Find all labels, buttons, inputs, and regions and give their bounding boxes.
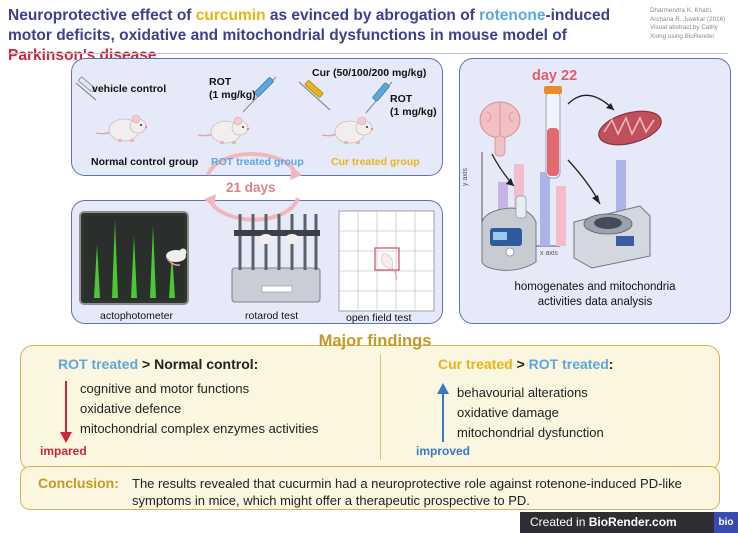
title-rotenone: rotenone — [479, 7, 546, 24]
conclusion-text: The results revealed that cucurmin had a… — [132, 476, 682, 508]
conclusion-box — [20, 466, 720, 510]
conclusion-label: Conclusion: — [38, 475, 119, 491]
mitochondrion-icon — [598, 110, 662, 146]
actophotometer-label: actophotometer — [100, 310, 173, 322]
cur-rot-syringe-icon — [365, 81, 393, 114]
left-findings-header: ROT treated > Normal control: — [58, 356, 259, 372]
duration-label: 21 days — [226, 180, 276, 195]
right-findings-header: Cur treated > ROT treated: — [438, 356, 614, 372]
badge-text: Created in BioRender.com — [530, 515, 677, 529]
list-item: oxidative damage — [457, 405, 559, 420]
centrifuge-icon — [573, 205, 651, 269]
improved-label: improved — [416, 444, 471, 458]
major-findings-title: Major findings — [318, 332, 432, 350]
up-arrow-icon — [437, 383, 449, 442]
title-curcumin: curcumin — [195, 7, 266, 24]
vehicle-control-label: vehicle control — [92, 83, 167, 95]
rot-syringe-icon — [242, 76, 277, 113]
biorender-logo-icon: bio — [714, 512, 738, 533]
page-title: Neuroprotective effect of curcumin as ev… — [8, 7, 611, 64]
cur-rot-label: ROT — [390, 93, 413, 105]
rot-dose-label: (1 mg/kg) — [209, 89, 256, 101]
open-field-label: open field test — [346, 312, 412, 324]
analysis-caption: homogenates and mitochondria activities … — [514, 281, 676, 308]
cur-group-label: Cur treated group — [331, 156, 420, 168]
biorender-badge[interactable]: Created in BioRender.com bio — [520, 512, 738, 533]
list-item: oxidative defence — [80, 401, 182, 416]
homogenizer-icon — [481, 195, 537, 271]
actophotometer-icon — [79, 211, 189, 305]
rot-group-label: ROT treated group — [211, 156, 304, 168]
impaired-label: impared — [40, 444, 87, 458]
cur-syringe-icon — [298, 80, 331, 111]
rotarod-label: rotarod test — [245, 310, 299, 322]
list-item: mitochondrial dysfunction — [457, 425, 604, 440]
list-item: cognitive and motor functions — [80, 381, 250, 396]
cycle-arrow-icon — [204, 151, 302, 222]
normal-group-label: Normal control group — [91, 156, 199, 168]
x-axis-label: x axis — [540, 250, 558, 257]
rot-label: ROT — [209, 76, 232, 88]
cur-dose-label: Cur (50/100/200 mg/kg) — [312, 67, 427, 79]
findings-divider — [380, 354, 381, 460]
vehicle-syringe-icon — [75, 76, 97, 101]
down-arrow-icon — [60, 381, 72, 443]
open-field-icon — [338, 210, 435, 312]
list-item: mitochondrial complex enzymes activities — [80, 421, 319, 436]
cur-rot-dose-label: (1 mg/kg) — [390, 106, 437, 118]
major-findings-box — [20, 345, 720, 471]
list-item: behavourial alterations — [457, 385, 588, 400]
author-credit: Dharmendra K. Khatri, Archana R. Juvekar… — [650, 7, 726, 40]
flow-arrows — [491, 94, 615, 205]
test-tube-icon — [544, 86, 562, 179]
header-divider — [8, 53, 728, 54]
day-22-label: day 22 — [532, 68, 578, 84]
rotarod-icon — [231, 214, 321, 303]
brain-icon — [479, 101, 521, 157]
